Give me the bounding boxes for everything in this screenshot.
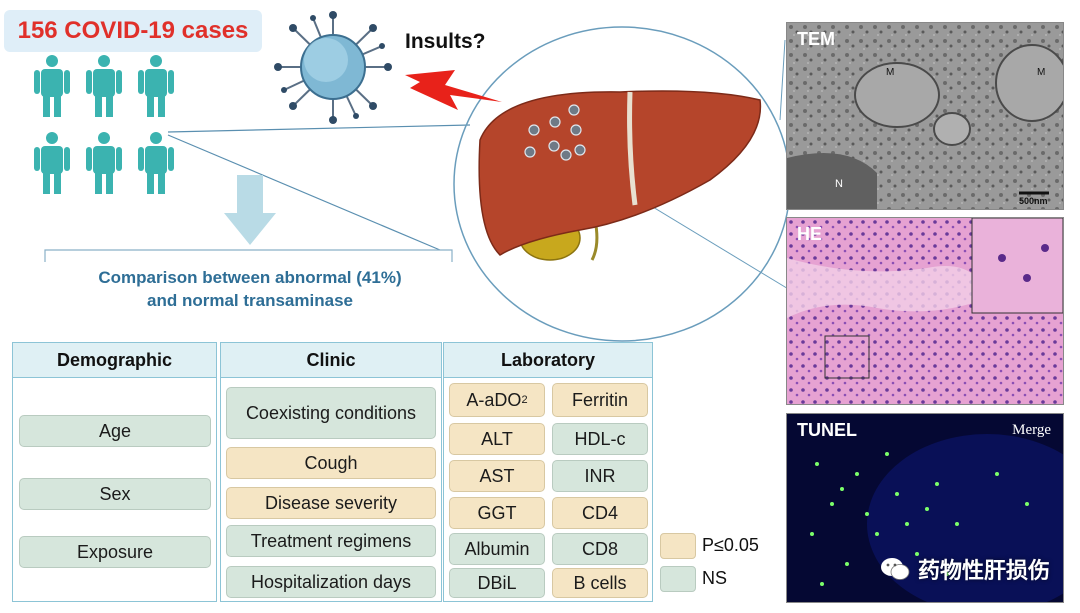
person-icon xyxy=(138,55,174,117)
liver-body xyxy=(478,90,762,256)
comparison-line-1: Comparison between abnormal (41%) xyxy=(98,268,402,287)
lab-item: INR xyxy=(552,460,648,492)
clinic-panel: Clinic Coexisting conditions Cough Disea… xyxy=(220,342,442,602)
comparison-bracket xyxy=(44,249,453,262)
lab-item: CD4 xyxy=(552,497,648,529)
person-icon xyxy=(138,132,174,194)
watermark-text: 药物性肝损伤 xyxy=(917,558,1050,583)
cases-title: 156 COVID-19 cases xyxy=(4,10,262,52)
lab-item-subscript: 2 xyxy=(521,394,528,406)
demographic-panel: Demographic Age Sex Exposure xyxy=(12,342,217,602)
legend-ns-swatch xyxy=(660,566,696,592)
connector-line xyxy=(167,134,441,251)
comparison-text: Comparison between abnormal (41%) and no… xyxy=(40,266,460,312)
connector-line xyxy=(779,39,786,121)
lab-item: AST xyxy=(449,460,545,492)
legend-ns-label: NS xyxy=(702,568,728,588)
wechat-icon xyxy=(880,558,910,580)
tunel-image: TUNEL Merge xyxy=(786,413,1064,603)
person-icon xyxy=(86,55,122,117)
tem-n-label: N xyxy=(835,178,843,190)
tem-m-label: M xyxy=(886,67,895,78)
patients-group xyxy=(34,55,174,194)
clinic-title: Clinic xyxy=(221,343,441,378)
demographic-item: Sex xyxy=(19,478,211,510)
demographic-item: Age xyxy=(19,415,211,447)
demographic-item: Exposure xyxy=(19,536,211,568)
lightning-icon xyxy=(405,70,502,110)
lab-item: HDL-c xyxy=(552,423,648,455)
person-icon xyxy=(34,132,70,194)
clinic-item: Hospitalization days xyxy=(226,566,436,598)
legend-sig-swatch xyxy=(660,533,696,559)
liver-illustration xyxy=(478,90,762,261)
tunel-merge-label: Merge xyxy=(1012,422,1051,438)
person-icon xyxy=(34,55,70,117)
lab-item: B cells xyxy=(552,568,648,598)
lab-item: ALT xyxy=(449,423,545,455)
clinic-item: Coexisting conditions xyxy=(226,387,436,439)
insults-label: Insults? xyxy=(405,30,486,53)
connector-line xyxy=(167,124,471,133)
laboratory-title: Laboratory xyxy=(444,343,652,378)
clinic-item: Treatment regimens xyxy=(226,525,436,557)
down-arrow-icon xyxy=(224,175,276,245)
tunel-label: TUNEL xyxy=(797,420,857,440)
legend-sig-label: P≤0.05 xyxy=(702,535,759,555)
lab-item: Albumin xyxy=(449,533,545,565)
he-label: HE xyxy=(797,224,823,244)
watermark: 药物性肝损伤 xyxy=(880,553,1050,585)
lab-item: GGT xyxy=(449,497,545,529)
he-image: HE xyxy=(786,217,1064,405)
person-icon xyxy=(86,132,122,194)
tem-scale-label: 500nm xyxy=(1019,196,1048,206)
clinic-item: Cough xyxy=(226,447,436,479)
lab-item-label: A-aDO xyxy=(466,390,522,410)
tem-m-label: M xyxy=(1037,67,1046,78)
comparison-line-2: and normal transaminase xyxy=(147,291,353,310)
clinic-item: Disease severity xyxy=(226,487,436,519)
demographic-title: Demographic xyxy=(13,343,216,378)
tem-label: TEM xyxy=(797,29,835,49)
lab-item: CD8 xyxy=(552,533,648,565)
tem-image: TEM M M N 500nm xyxy=(786,22,1064,210)
lab-item: Ferritin xyxy=(552,383,648,417)
lab-item: DBiL xyxy=(449,568,545,598)
virus-icon xyxy=(274,11,392,124)
